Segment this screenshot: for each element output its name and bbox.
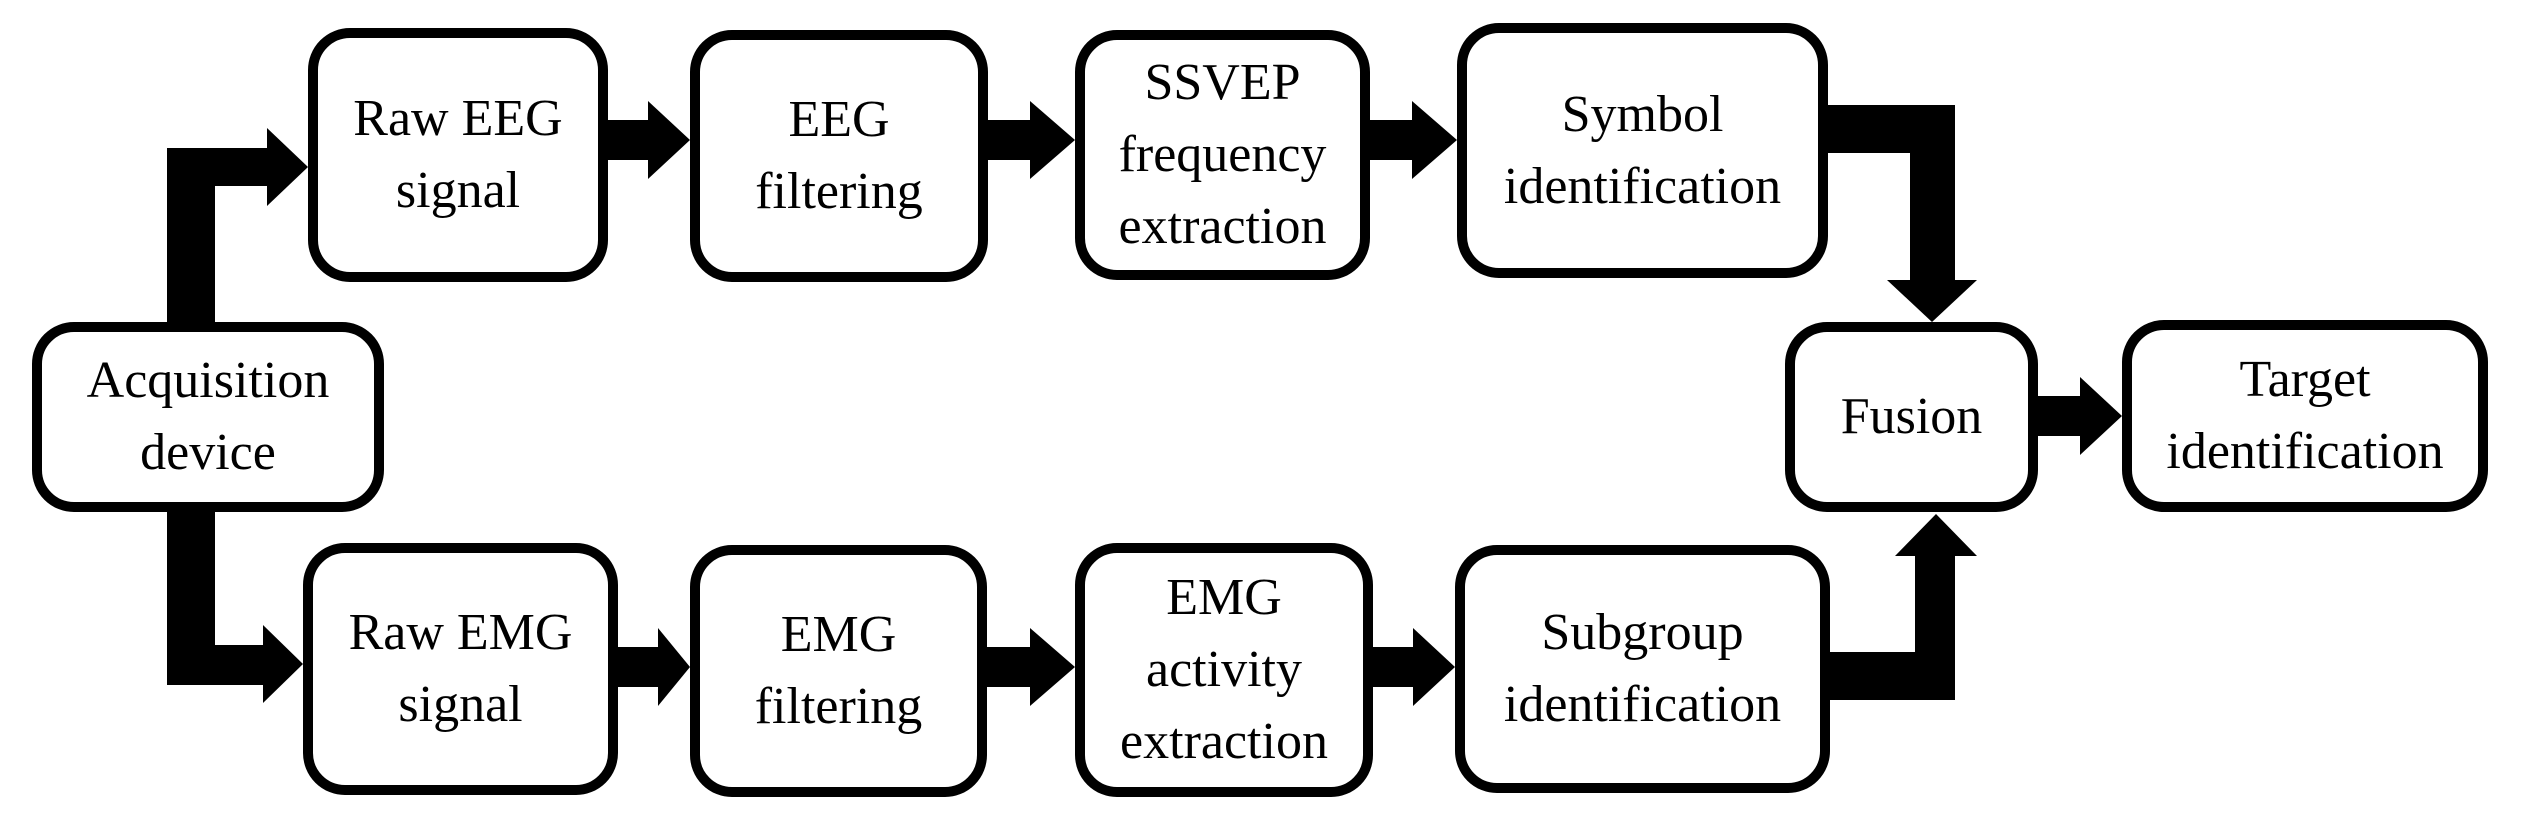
node-eeg-filtering: EEG filtering xyxy=(690,30,988,282)
node-fusion: Fusion xyxy=(1785,322,2038,512)
node-acquisition-device: Acquisition device xyxy=(32,322,384,512)
arrow-segment xyxy=(1915,556,1955,700)
node-symbol-identification: Symbol identification xyxy=(1457,23,1828,278)
arrow-segment xyxy=(167,148,267,186)
node-label: Raw EEG signal xyxy=(353,90,563,219)
node-emg-filtering: EMG filtering xyxy=(690,545,987,797)
node-label: Target identification xyxy=(2166,351,2444,480)
node-label: SSVEP frequency extraction xyxy=(1118,54,1327,255)
node-ssvep-frequency-extraction: SSVEP frequency extraction xyxy=(1075,30,1370,280)
arrow-head-right-icon xyxy=(267,128,308,206)
node-label: Fusion xyxy=(1840,388,1983,446)
arrow-segment xyxy=(1910,105,1955,280)
arrow-segment xyxy=(167,645,263,685)
arrow-head-right-icon xyxy=(658,628,690,706)
node-label: EMG activity extraction xyxy=(1120,569,1328,770)
arrow-head-right-icon xyxy=(648,101,690,179)
arrow-head-up-icon xyxy=(1895,514,1977,556)
node-raw-eeg-signal: Raw EEG signal xyxy=(308,28,608,282)
arrow-head-right-icon xyxy=(1030,628,1075,706)
arrow-segment xyxy=(608,120,648,160)
node-label: Symbol identification xyxy=(1503,85,1782,215)
node-emg-activity-extraction: EMG activity extraction xyxy=(1075,543,1373,797)
node-subgroup-identification: Subgroup identification xyxy=(1455,545,1830,793)
arrow-head-right-icon xyxy=(263,625,303,703)
arrow-head-right-icon xyxy=(2080,377,2122,455)
arrow-segment xyxy=(618,647,658,687)
arrow-head-right-icon xyxy=(1030,101,1075,179)
arrow-head-down-icon xyxy=(1887,280,1977,322)
arrow-segment xyxy=(2038,396,2080,436)
node-raw-emg-signal: Raw EMG signal xyxy=(303,543,618,795)
arrow-head-right-icon xyxy=(1413,628,1455,706)
node-label: Raw EMG signal xyxy=(348,604,573,733)
node-label: Subgroup identification xyxy=(1503,604,1782,733)
arrow-segment xyxy=(987,647,1030,687)
node-label: Acquisition device xyxy=(86,352,330,481)
node-label: EMG filtering xyxy=(754,606,923,735)
arrow-segment xyxy=(988,120,1030,160)
node-label: EEG filtering xyxy=(755,91,923,220)
node-target-identification: Target identification xyxy=(2122,320,2488,512)
arrow-segment xyxy=(1373,647,1413,687)
arrow-segment xyxy=(1370,120,1412,160)
arrow-head-right-icon xyxy=(1412,101,1457,179)
